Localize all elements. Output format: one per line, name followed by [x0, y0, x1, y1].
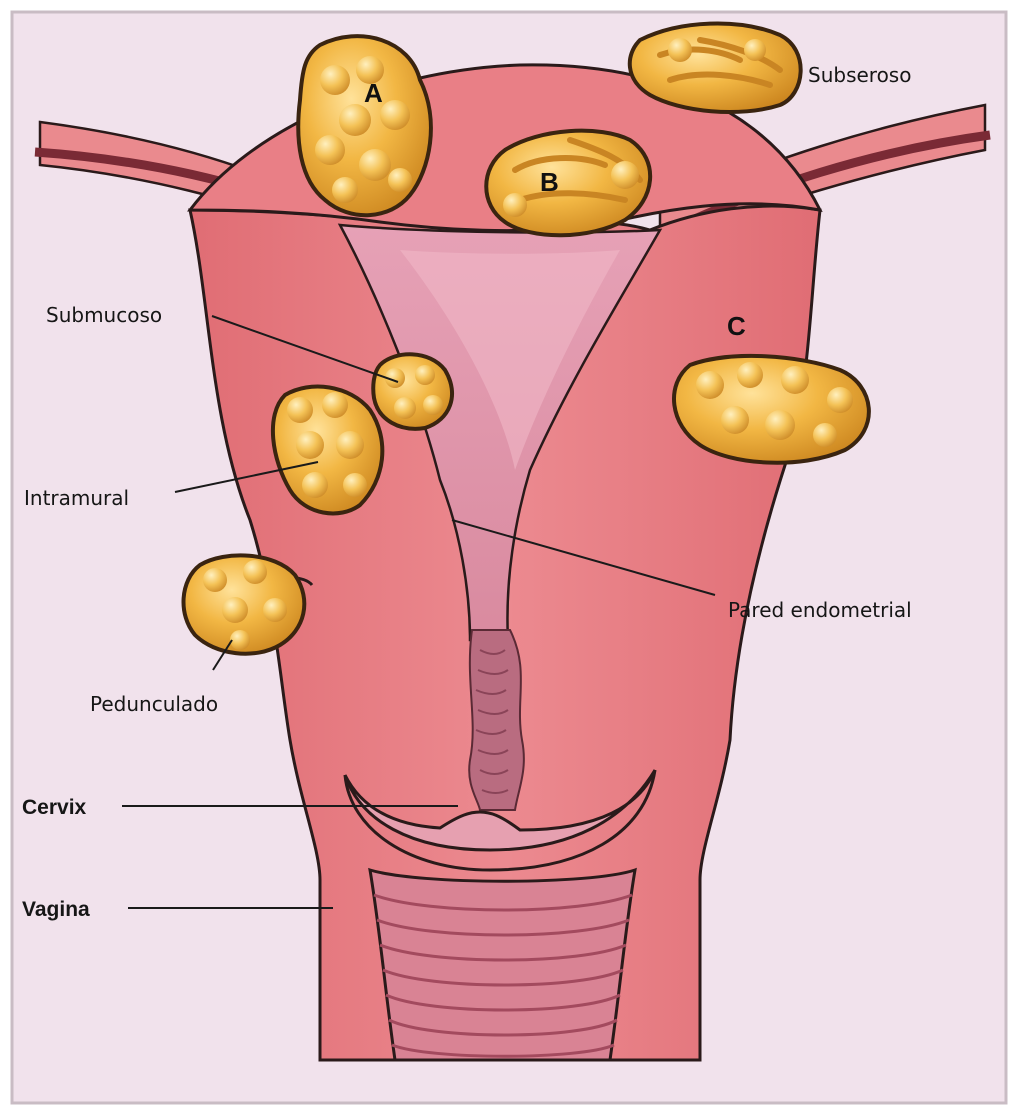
label-intramural: Intramural: [24, 486, 129, 510]
fibroid-b: [486, 131, 650, 236]
label-vagina: Vagina: [22, 898, 90, 921]
marker-c: C: [727, 311, 746, 341]
fibroid-submucoso: [373, 354, 452, 428]
label-subseroso: Subseroso: [808, 63, 911, 87]
marker-a: A: [364, 78, 383, 108]
cervical-canal: [469, 630, 524, 810]
label-cervix: Cervix: [22, 796, 87, 819]
label-pared-endometrial: Pared endometrial: [728, 598, 912, 622]
fibroid-c: [674, 356, 869, 463]
label-pedunculado: Pedunculado: [90, 692, 218, 716]
vagina: [370, 870, 635, 1060]
label-submucoso: Submucoso: [46, 303, 162, 327]
fibroid-subseroso: [630, 24, 801, 113]
marker-b: B: [540, 167, 559, 197]
fibroid-a: [298, 36, 431, 215]
